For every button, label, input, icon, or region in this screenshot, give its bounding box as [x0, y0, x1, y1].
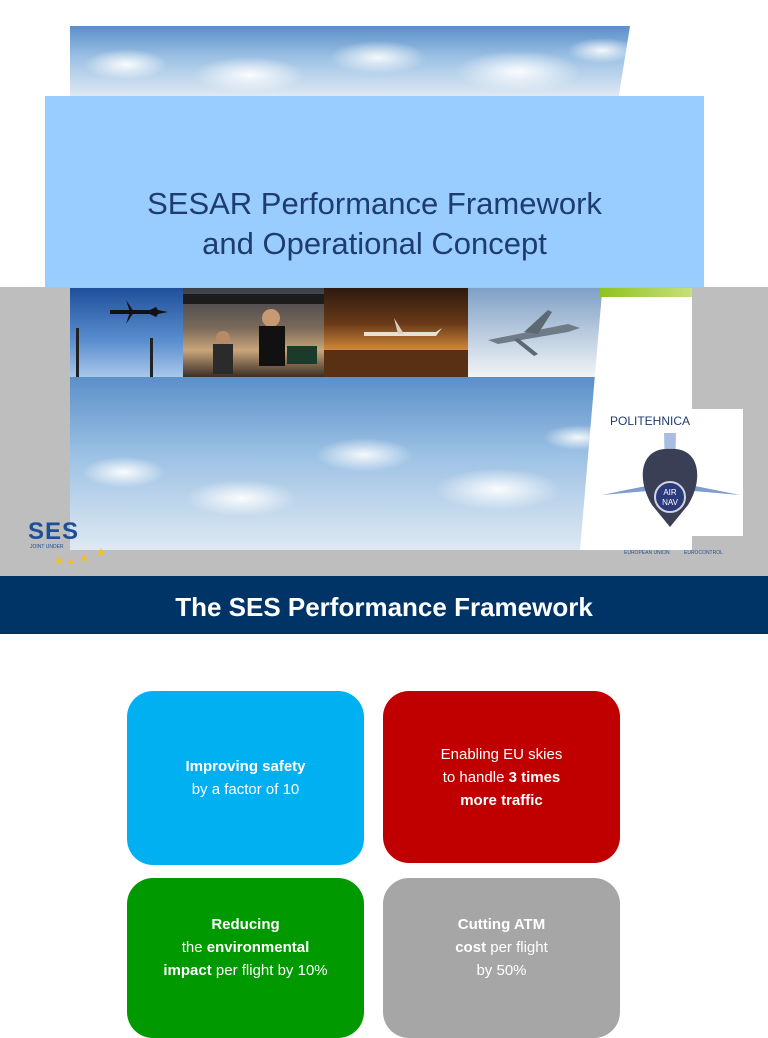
- sky-header-image: [70, 26, 630, 96]
- fighter-jet-photo: [468, 288, 605, 377]
- title-line-1: SESAR Performance Framework: [147, 186, 602, 221]
- slide-title: SESAR Performance Framework and Operatio…: [45, 184, 704, 264]
- goal-line: to handle 3 times: [442, 768, 561, 786]
- goal-cost-box: Cutting ATM cost per flight by 50%: [383, 878, 620, 1038]
- politehnica-airnav-logo: POLITEHNICA AIR NAV: [600, 409, 743, 536]
- airplane-photo: [70, 288, 183, 377]
- goal-line: more traffic: [460, 791, 543, 809]
- clouds-image: [70, 377, 605, 550]
- title-box: SESAR Performance Framework and Operatio…: [45, 96, 704, 287]
- goal-line: impact per flight by 10%: [163, 961, 328, 979]
- goal-safety-box: Improving safety by a factor of 10: [127, 691, 364, 865]
- goal-text: Reducing the environmental impact per flig…: [163, 913, 327, 982]
- eu-stars-icon: [55, 548, 105, 564]
- goal-line: by a factor of 10: [191, 781, 300, 798]
- airnav-label-2: NAV: [662, 498, 679, 507]
- goal-line: Improving safety: [185, 758, 306, 775]
- goal-line: Cutting ATM: [457, 915, 546, 933]
- title-slide: SESAR Performance Framework and Operatio…: [0, 26, 768, 576]
- eurocontrol-label: EUROCONTROL: [684, 550, 723, 556]
- goal-line: cost per flight: [455, 938, 548, 956]
- performance-framework-slide: The SES Performance Framework Improving …: [0, 576, 768, 1038]
- sesar-logo: SES: [28, 518, 80, 545]
- politehnica-label: POLITEHNICA: [610, 414, 690, 428]
- photo-strip: [70, 288, 605, 377]
- eu-label: EUROPEAN UNION: [624, 550, 670, 556]
- title-line-2: and Operational Concept: [202, 226, 547, 261]
- green-stripe: [600, 288, 692, 297]
- airnav-label-1: AIR: [663, 488, 677, 497]
- goal-line: Enabling EU skies: [440, 745, 563, 763]
- airport-night-photo: [324, 288, 468, 377]
- goal-environment-box: Reducing the environmental impact per flig…: [127, 878, 364, 1038]
- sesar-logo-subtitle: JOINT UNDER: [30, 544, 64, 550]
- goal-text: Enabling EU skies to handle 3 times more t…: [441, 743, 563, 812]
- goal-line: Reducing: [211, 915, 280, 933]
- goal-text: Cutting ATM cost per flight by 50%: [455, 913, 548, 982]
- slide-header: The SES Performance Framework: [0, 576, 768, 634]
- goal-text: Improving safety by a factor of 10: [185, 755, 305, 801]
- goal-line: the environmental: [181, 938, 310, 956]
- goal-capacity-box: Enabling EU skies to handle 3 times more t…: [383, 691, 620, 863]
- control-tower-photo: [183, 288, 324, 377]
- goal-line: by 50%: [476, 961, 527, 979]
